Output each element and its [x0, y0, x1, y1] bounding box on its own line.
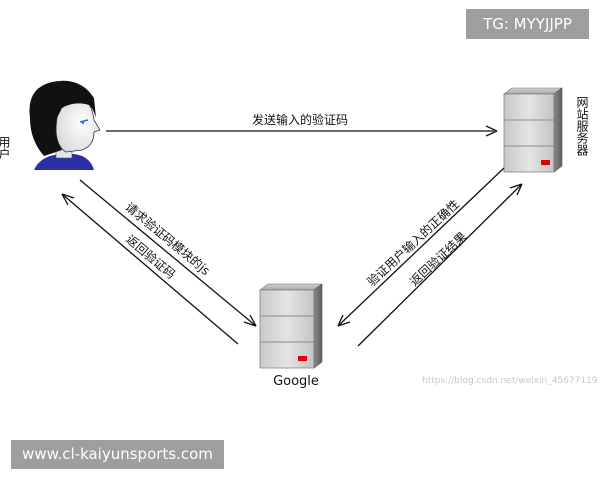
arrow-user-to-server — [106, 125, 498, 137]
edge-label-user-to-server: 发送输入的验证码 — [252, 112, 348, 127]
arrow-google-to-server — [357, 183, 523, 347]
google-server-icon — [259, 283, 323, 369]
user-label: 用户 — [0, 136, 11, 161]
arrow-server-to-google — [337, 167, 505, 327]
website-server-icon — [503, 87, 563, 173]
website-server-label: 网站服务器 — [575, 96, 589, 157]
google-label: Google — [273, 374, 319, 389]
arrow-user-to-google — [79, 179, 257, 327]
arrow-google-to-user — [61, 193, 239, 345]
watermark-url: https://blog.csdn.net/weixin_45677119 — [422, 376, 598, 386]
site-url-badge: www.cl-kaiyunsports.com — [11, 440, 224, 469]
tg-badge: TG: MYYJJPP — [466, 9, 589, 39]
user-avatar-icon — [29, 80, 101, 170]
